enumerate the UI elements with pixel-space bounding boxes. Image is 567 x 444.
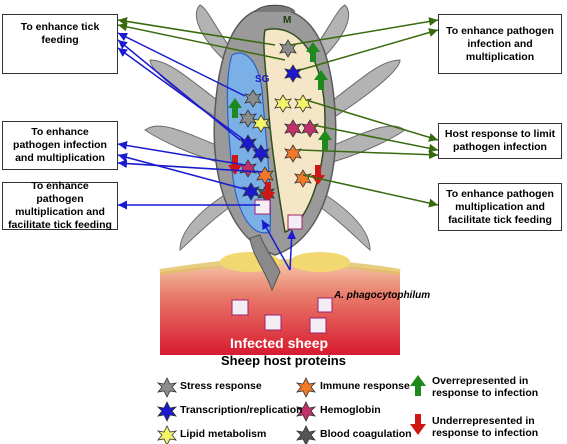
regulation-arrows: [228, 42, 332, 202]
right-box-text: To enhance pathogen infection and multip…: [446, 24, 554, 63]
right-box-text: To enhance pathogen multiplication and f…: [446, 187, 554, 226]
coagulation-icon: [295, 425, 317, 444]
right-box-host-response: Host response to limit pathogen infectio…: [438, 123, 562, 159]
legend-title: Sheep host proteins: [221, 353, 346, 368]
sg-label: SG: [255, 74, 270, 85]
underrepresented-arrow-icon: [410, 414, 426, 435]
left-box-text: To enhance pathogen infection and multip…: [13, 126, 107, 164]
immune-icon: [295, 377, 317, 398]
legend-icons: [156, 375, 426, 444]
m-proteins: [274, 39, 319, 188]
tick-legs: [144, 4, 406, 252]
lipid-icon: [156, 425, 178, 444]
pathogen-cells: [231, 199, 333, 334]
blue-arrows: [117, 32, 297, 271]
legend-lipid: Lipid metabolism: [180, 428, 267, 440]
right-box-text: Host response to limit pathogen infectio…: [444, 128, 556, 153]
left-box-pathogen-infection: To enhance pathogen infection and multip…: [2, 121, 118, 170]
green-arrows: [117, 16, 439, 208]
legend-transcription: Transcription/replication: [180, 404, 303, 416]
left-box-tick-feeding: To enhance tick feeding: [2, 14, 118, 74]
left-box-pathogen-multiplication: To enhance pathogen multiplication and f…: [2, 180, 118, 231]
legend-coagulation: Blood coagulation: [320, 428, 412, 440]
hemoglobin-icon: [295, 401, 317, 422]
legend-immune: Immune response: [320, 380, 410, 392]
left-box-text: To enhance pathogen multiplication and f…: [8, 180, 112, 231]
legend-stress: Stress response: [180, 380, 262, 392]
host-label: Infected sheep: [230, 335, 329, 351]
legend-hemoglobin: Hemoglobin: [320, 404, 381, 416]
right-box-pathogen-infection: To enhance pathogen infection and multip…: [438, 14, 562, 74]
stress-icon: [156, 377, 178, 398]
legend-underrepresented: Underrepresented in response to infectio…: [432, 415, 539, 439]
tick-body: [213, 4, 337, 292]
m-label: M: [283, 15, 291, 26]
transcription-icon: [156, 401, 178, 422]
legend-overrepresented: Overrepresented in response to infection: [432, 375, 539, 399]
overrepresented-arrow-icon: [410, 375, 426, 396]
left-box-text: To enhance tick feeding: [20, 21, 100, 46]
right-box-pathogen-multiplication: To enhance pathogen multiplication and f…: [438, 183, 562, 231]
pathogen-label: A. phagocytophilum: [334, 290, 431, 301]
